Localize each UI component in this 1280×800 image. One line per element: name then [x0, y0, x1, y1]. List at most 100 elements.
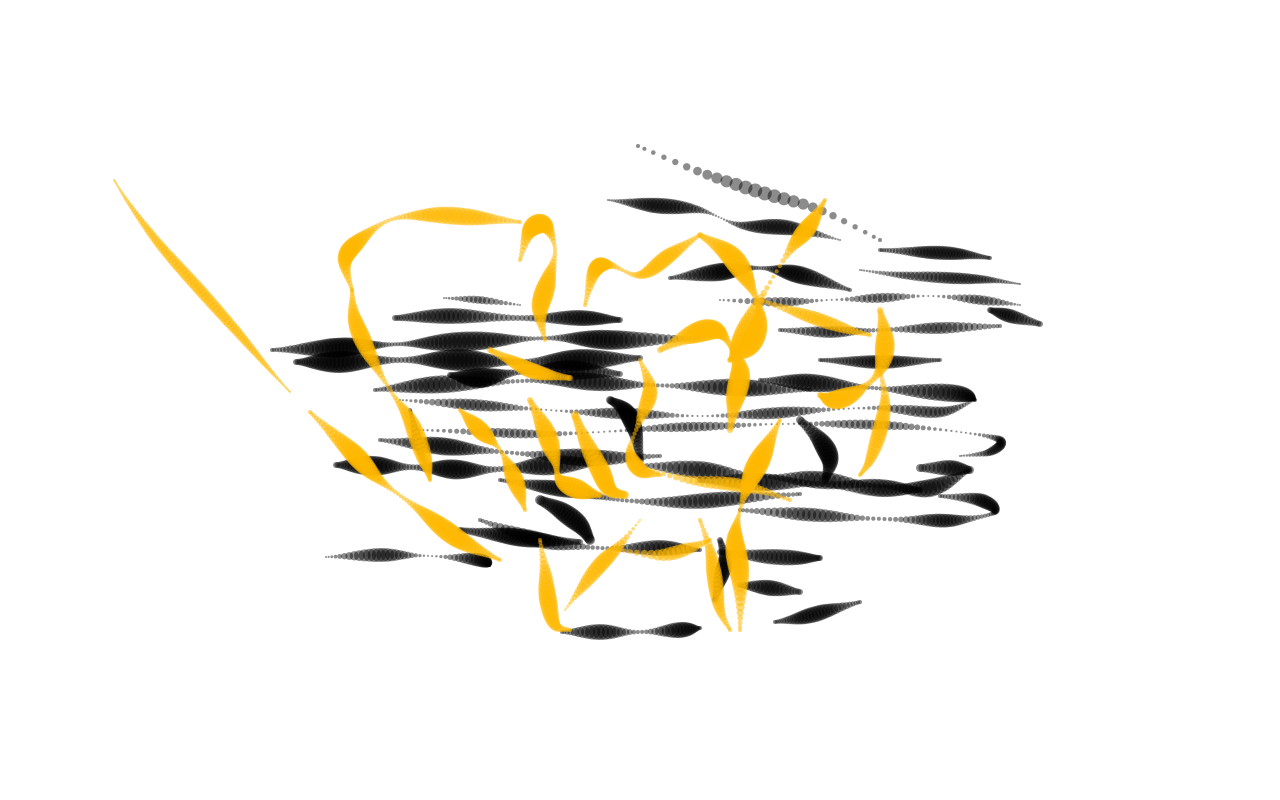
yellow-stroke-dot: [771, 274, 776, 279]
dark-stroke-dot: [757, 408, 769, 420]
dark-stroke-dot: [392, 315, 398, 321]
dark-stroke-dot: [729, 177, 743, 191]
dark-stroke-dot: [639, 498, 645, 505]
dark-stroke-dot: [677, 273, 684, 280]
dark-stroke-dot: [769, 382, 782, 395]
dark-stroke-dot: [945, 272, 958, 285]
dark-stroke-dot: [780, 328, 785, 333]
dark-stroke-dot: [867, 482, 873, 488]
dark-stroke-dot: [799, 373, 818, 392]
dark-stroke-dot: [506, 528, 525, 547]
dark-stroke-dot: [392, 383, 401, 393]
dark-stroke-dot: [976, 323, 984, 331]
dark-stroke-dot: [809, 298, 815, 304]
dark-stroke-dot: [478, 368, 498, 387]
dark-stroke-dot: [915, 405, 928, 418]
dark-stroke-dot: [820, 448, 839, 467]
dark-stroke-dot: [801, 387, 807, 393]
dark-stroke-dot: [729, 468, 739, 479]
dark-stroke-dot: [698, 548, 702, 552]
dark-stroke-dot: [815, 437, 835, 458]
dark-stroke-dot: [799, 419, 809, 428]
dark-stroke-dot: [510, 314, 517, 322]
yellow-stroke-dot: [760, 289, 768, 297]
dark-stroke-dot: [354, 550, 365, 561]
dark-stroke-dot: [385, 548, 398, 562]
dark-stroke-dot: [668, 276, 672, 280]
dark-stroke-dot: [960, 249, 971, 260]
dark-stroke-dot: [708, 211, 712, 215]
dark-stroke-dot: [915, 357, 924, 365]
dark-stroke-dot: [608, 315, 617, 324]
dark-stroke-dot: [960, 388, 974, 403]
dark-stroke-dot: [876, 516, 881, 521]
dark-stroke-dot: [872, 479, 890, 498]
dark-stroke-dot: [956, 294, 963, 302]
dark-stroke-dot: [531, 336, 537, 341]
dark-stroke-dot: [375, 341, 384, 349]
dark-stroke-dot: [718, 544, 728, 554]
dark-stroke-dot: [772, 406, 785, 419]
dark-stroke-dot: [595, 329, 616, 350]
dark-stroke-dot: [993, 435, 1001, 443]
dark-stroke-dot: [719, 549, 726, 556]
dark-stroke-dot: [644, 498, 651, 506]
dark-stroke-dot: [924, 462, 936, 474]
dark-stroke-dot: [506, 334, 517, 345]
dark-stroke-dot: [990, 510, 996, 516]
dark-stroke-dot: [973, 432, 977, 436]
dark-stroke-dot: [836, 357, 845, 365]
dark-stroke-dot: [984, 276, 992, 284]
dark-stroke-dot: [769, 376, 778, 385]
dark-stroke-dot: [483, 311, 495, 323]
dark-stroke-dot: [813, 471, 832, 490]
dark-stroke-dot: [664, 199, 681, 215]
dark-stroke-dot: [839, 356, 848, 366]
dark-stroke-dot: [951, 294, 958, 301]
dark-stroke-dot: [380, 438, 385, 443]
yellow-stroke-dot: [774, 269, 779, 274]
dark-stroke-dot: [648, 498, 657, 506]
dark-stroke-dot: [442, 438, 461, 456]
dark-stroke-dot: [938, 406, 949, 417]
dark-stroke-dot: [892, 355, 905, 368]
dark-stroke-dot: [784, 585, 795, 596]
dark-stroke-dot: [717, 549, 723, 555]
dark-stroke-dot: [952, 322, 963, 333]
dark-stroke-dot: [819, 445, 839, 465]
dark-stroke-dot: [778, 618, 784, 624]
dark-stroke-dot: [519, 335, 527, 343]
dark-stroke-dot: [434, 398, 443, 407]
dark-stroke-dot: [977, 433, 982, 437]
dark-stroke-dot: [535, 495, 545, 505]
dark-stroke-dot: [634, 498, 640, 504]
dark-stroke-dot: [682, 163, 691, 171]
dark-stroke-dot: [412, 355, 423, 365]
dark-stroke-dot: [759, 423, 762, 426]
dark-stroke-dot: [969, 432, 972, 435]
dark-stroke-dot: [1019, 283, 1021, 285]
dark-stroke-dot: [829, 211, 837, 220]
dark-stroke-dot: [974, 274, 984, 284]
dark-stroke-dot: [644, 629, 649, 635]
dark-stroke-dot: [944, 428, 948, 432]
dark-stroke-dot: [775, 383, 787, 395]
dark-stroke-dot: [907, 384, 920, 398]
dark-stroke-dot: [866, 328, 872, 333]
dark-stroke-dot: [527, 336, 533, 342]
dark-stroke-dot: [973, 398, 977, 402]
dark-stroke-dot: [735, 221, 742, 228]
dark-stroke-dot: [748, 183, 763, 198]
dark-stroke-dot: [668, 496, 681, 509]
dark-stroke-dot: [625, 198, 634, 207]
dark-stroke-dot: [943, 460, 960, 477]
dark-stroke-dot: [602, 368, 613, 378]
dark-stroke-dot: [316, 352, 337, 372]
dark-stroke-dot: [404, 379, 418, 394]
dark-stroke-dot: [823, 233, 828, 239]
dark-stroke-dot: [974, 294, 985, 305]
dark-stroke-dot: [636, 144, 640, 148]
dark-stroke-dot: [677, 460, 695, 478]
yellow-stroke-dot: [817, 392, 823, 398]
dark-stroke-dot: [865, 516, 871, 521]
